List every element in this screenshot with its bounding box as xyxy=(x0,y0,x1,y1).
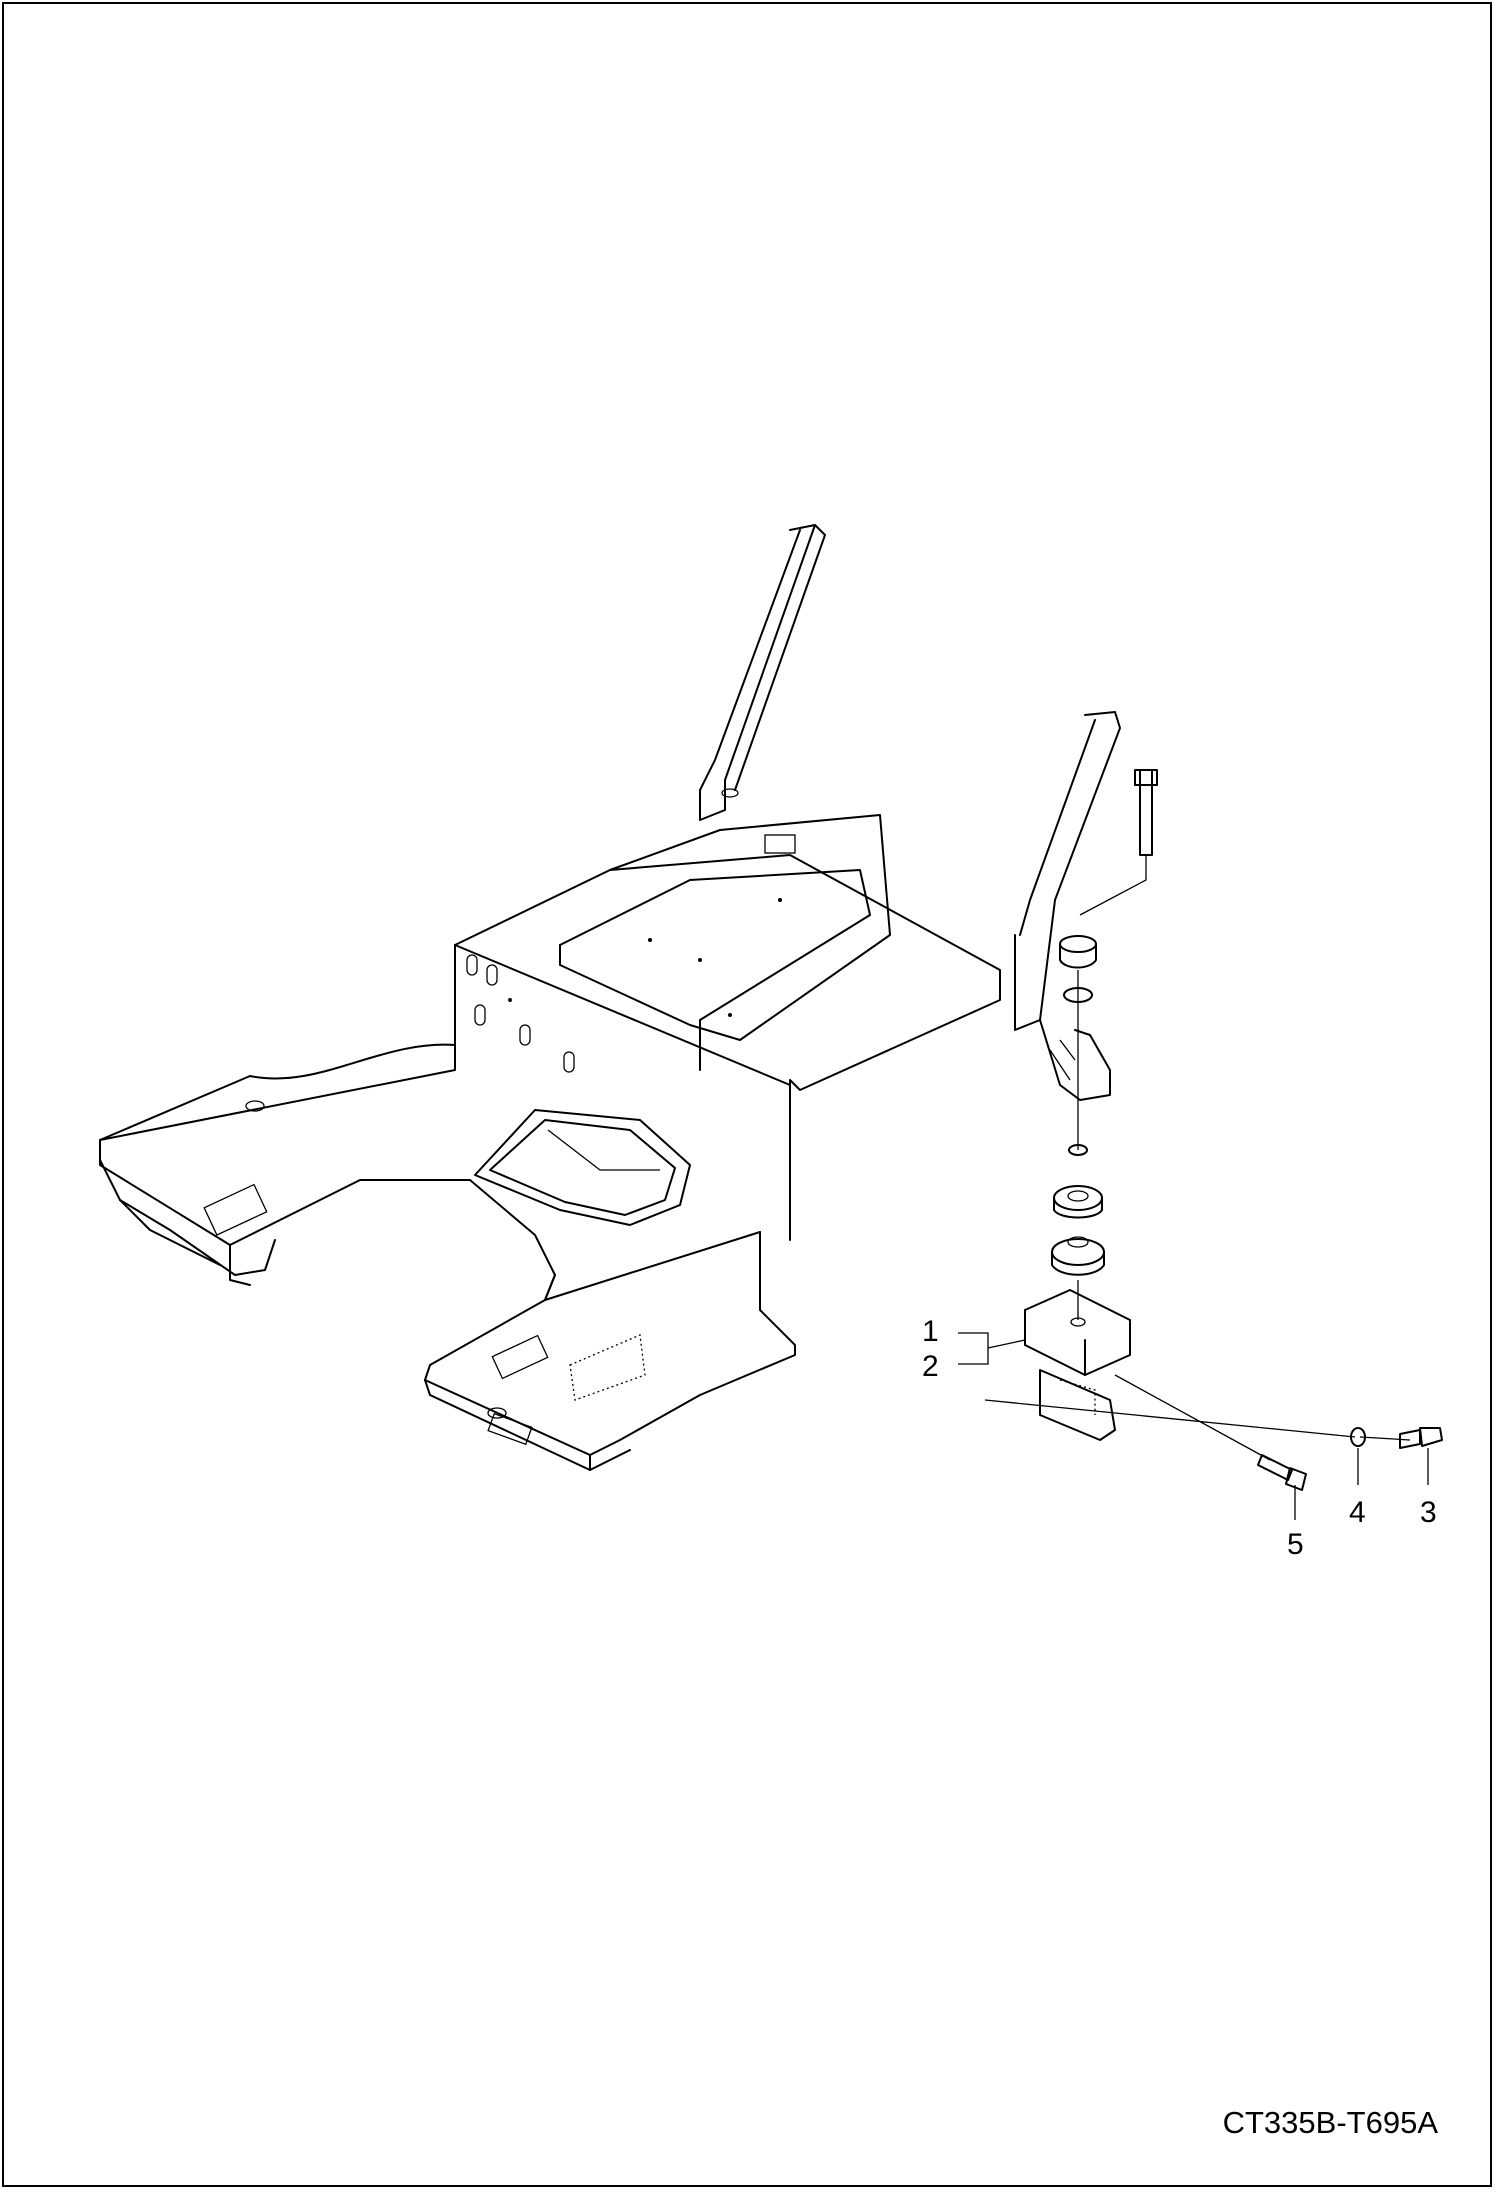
frame-body xyxy=(454,814,1001,1241)
callout-5: 5 xyxy=(1287,1528,1304,1561)
callout-3: 3 xyxy=(1420,1496,1437,1529)
small-hardware xyxy=(1257,1427,1443,1491)
leader-lines xyxy=(958,1332,1429,1520)
mount-bracket xyxy=(1024,1289,1131,1441)
callout-1: 1 xyxy=(922,1315,939,1348)
callout-4: 4 xyxy=(1349,1496,1366,1529)
document-code: CT335B-T695A xyxy=(1222,2105,1438,2140)
left-upright xyxy=(699,524,826,854)
callout-2: 2 xyxy=(922,1350,939,1383)
right-upright xyxy=(1014,711,1121,1101)
floor-plate xyxy=(99,1043,796,1471)
mount-stack xyxy=(1051,769,1158,1320)
